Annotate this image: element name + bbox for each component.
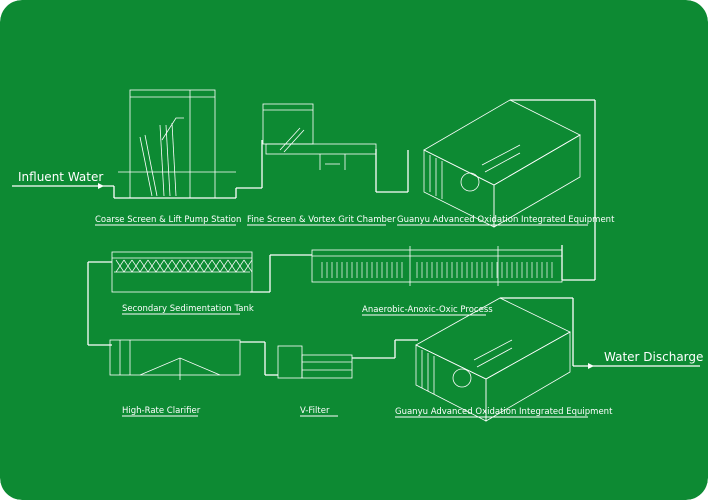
influent-pipe: [12, 183, 114, 189]
guanyu-container-top: [423, 99, 581, 228]
secondary-label: Secondary Sedimentation Tank: [122, 304, 254, 314]
guanyu-container-bottom: [415, 297, 571, 422]
fine-screen-unit: [262, 103, 409, 193]
coarse-screen-label: Coarse Screen & Lift Pump Station: [95, 215, 241, 225]
guanyu-top-label: Guanyu Advanced Oxidation Integrated Equ…: [397, 215, 615, 225]
pipe-secondary-to-clarifier: [87, 261, 112, 346]
v-filter-unit: [277, 339, 418, 379]
fine-screen-label: Fine Screen & Vortex Grit Chamber: [247, 215, 396, 225]
clarifier-unit: [109, 339, 278, 380]
water-discharge-label: Water Discharge: [604, 350, 703, 364]
aao-label: Anaerobic-Anoxic-Oxic Process: [362, 305, 493, 315]
guanyu-bottom-label: Guanyu Advanced Oxidation Integrated Equ…: [395, 407, 613, 417]
pipe-aao-to-secondary: [250, 254, 312, 293]
influent-water-label: Influent Water: [18, 170, 103, 184]
discharge-pipe: [500, 297, 700, 369]
aao-process-unit: [311, 246, 563, 286]
secondary-sedimentation-unit: [111, 251, 253, 293]
clarifier-label: High-Rate Clarifier: [122, 406, 201, 416]
v-filter-label: V-Filter: [300, 406, 330, 416]
coarse-screen-unit: [113, 89, 263, 199]
